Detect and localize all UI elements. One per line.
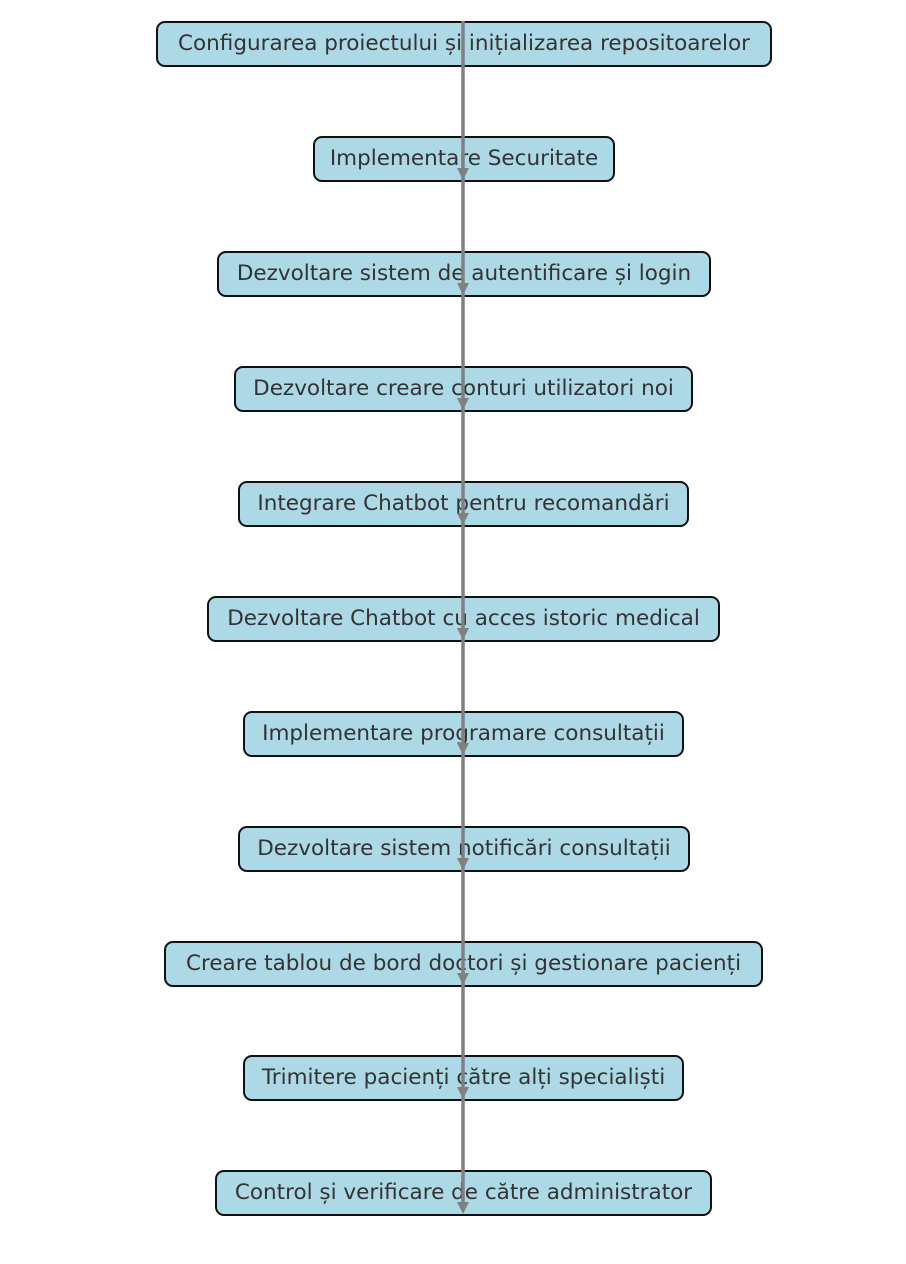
step-box-project-setup: Configurarea proiectului și inițializare…: [156, 21, 772, 67]
step-box-authentication-login: Dezvoltare sistem de autentificare și lo…: [217, 251, 711, 297]
step-box-consultation-notifications: Dezvoltare sistem notificări consultații: [238, 826, 690, 872]
step-box-chatbot-medical-history: Dezvoltare Chatbot cu acces istoric medi…: [207, 596, 720, 642]
step-box-admin-control: Control și verificare de către administr…: [215, 1170, 712, 1216]
step-box-patient-referral: Trimitere pacienți către alți specialișt…: [243, 1055, 684, 1101]
step-box-doctor-dashboard: Creare tablou de bord doctori și gestion…: [164, 941, 763, 987]
step-box-chatbot-recommendations: Integrare Chatbot pentru recomandări: [238, 481, 689, 527]
step-box-security: Implementare Securitate: [313, 136, 615, 182]
step-box-consultation-scheduling: Implementare programare consultații: [243, 711, 684, 757]
step-box-user-accounts: Dezvoltare creare conturi utilizatori no…: [234, 366, 693, 412]
